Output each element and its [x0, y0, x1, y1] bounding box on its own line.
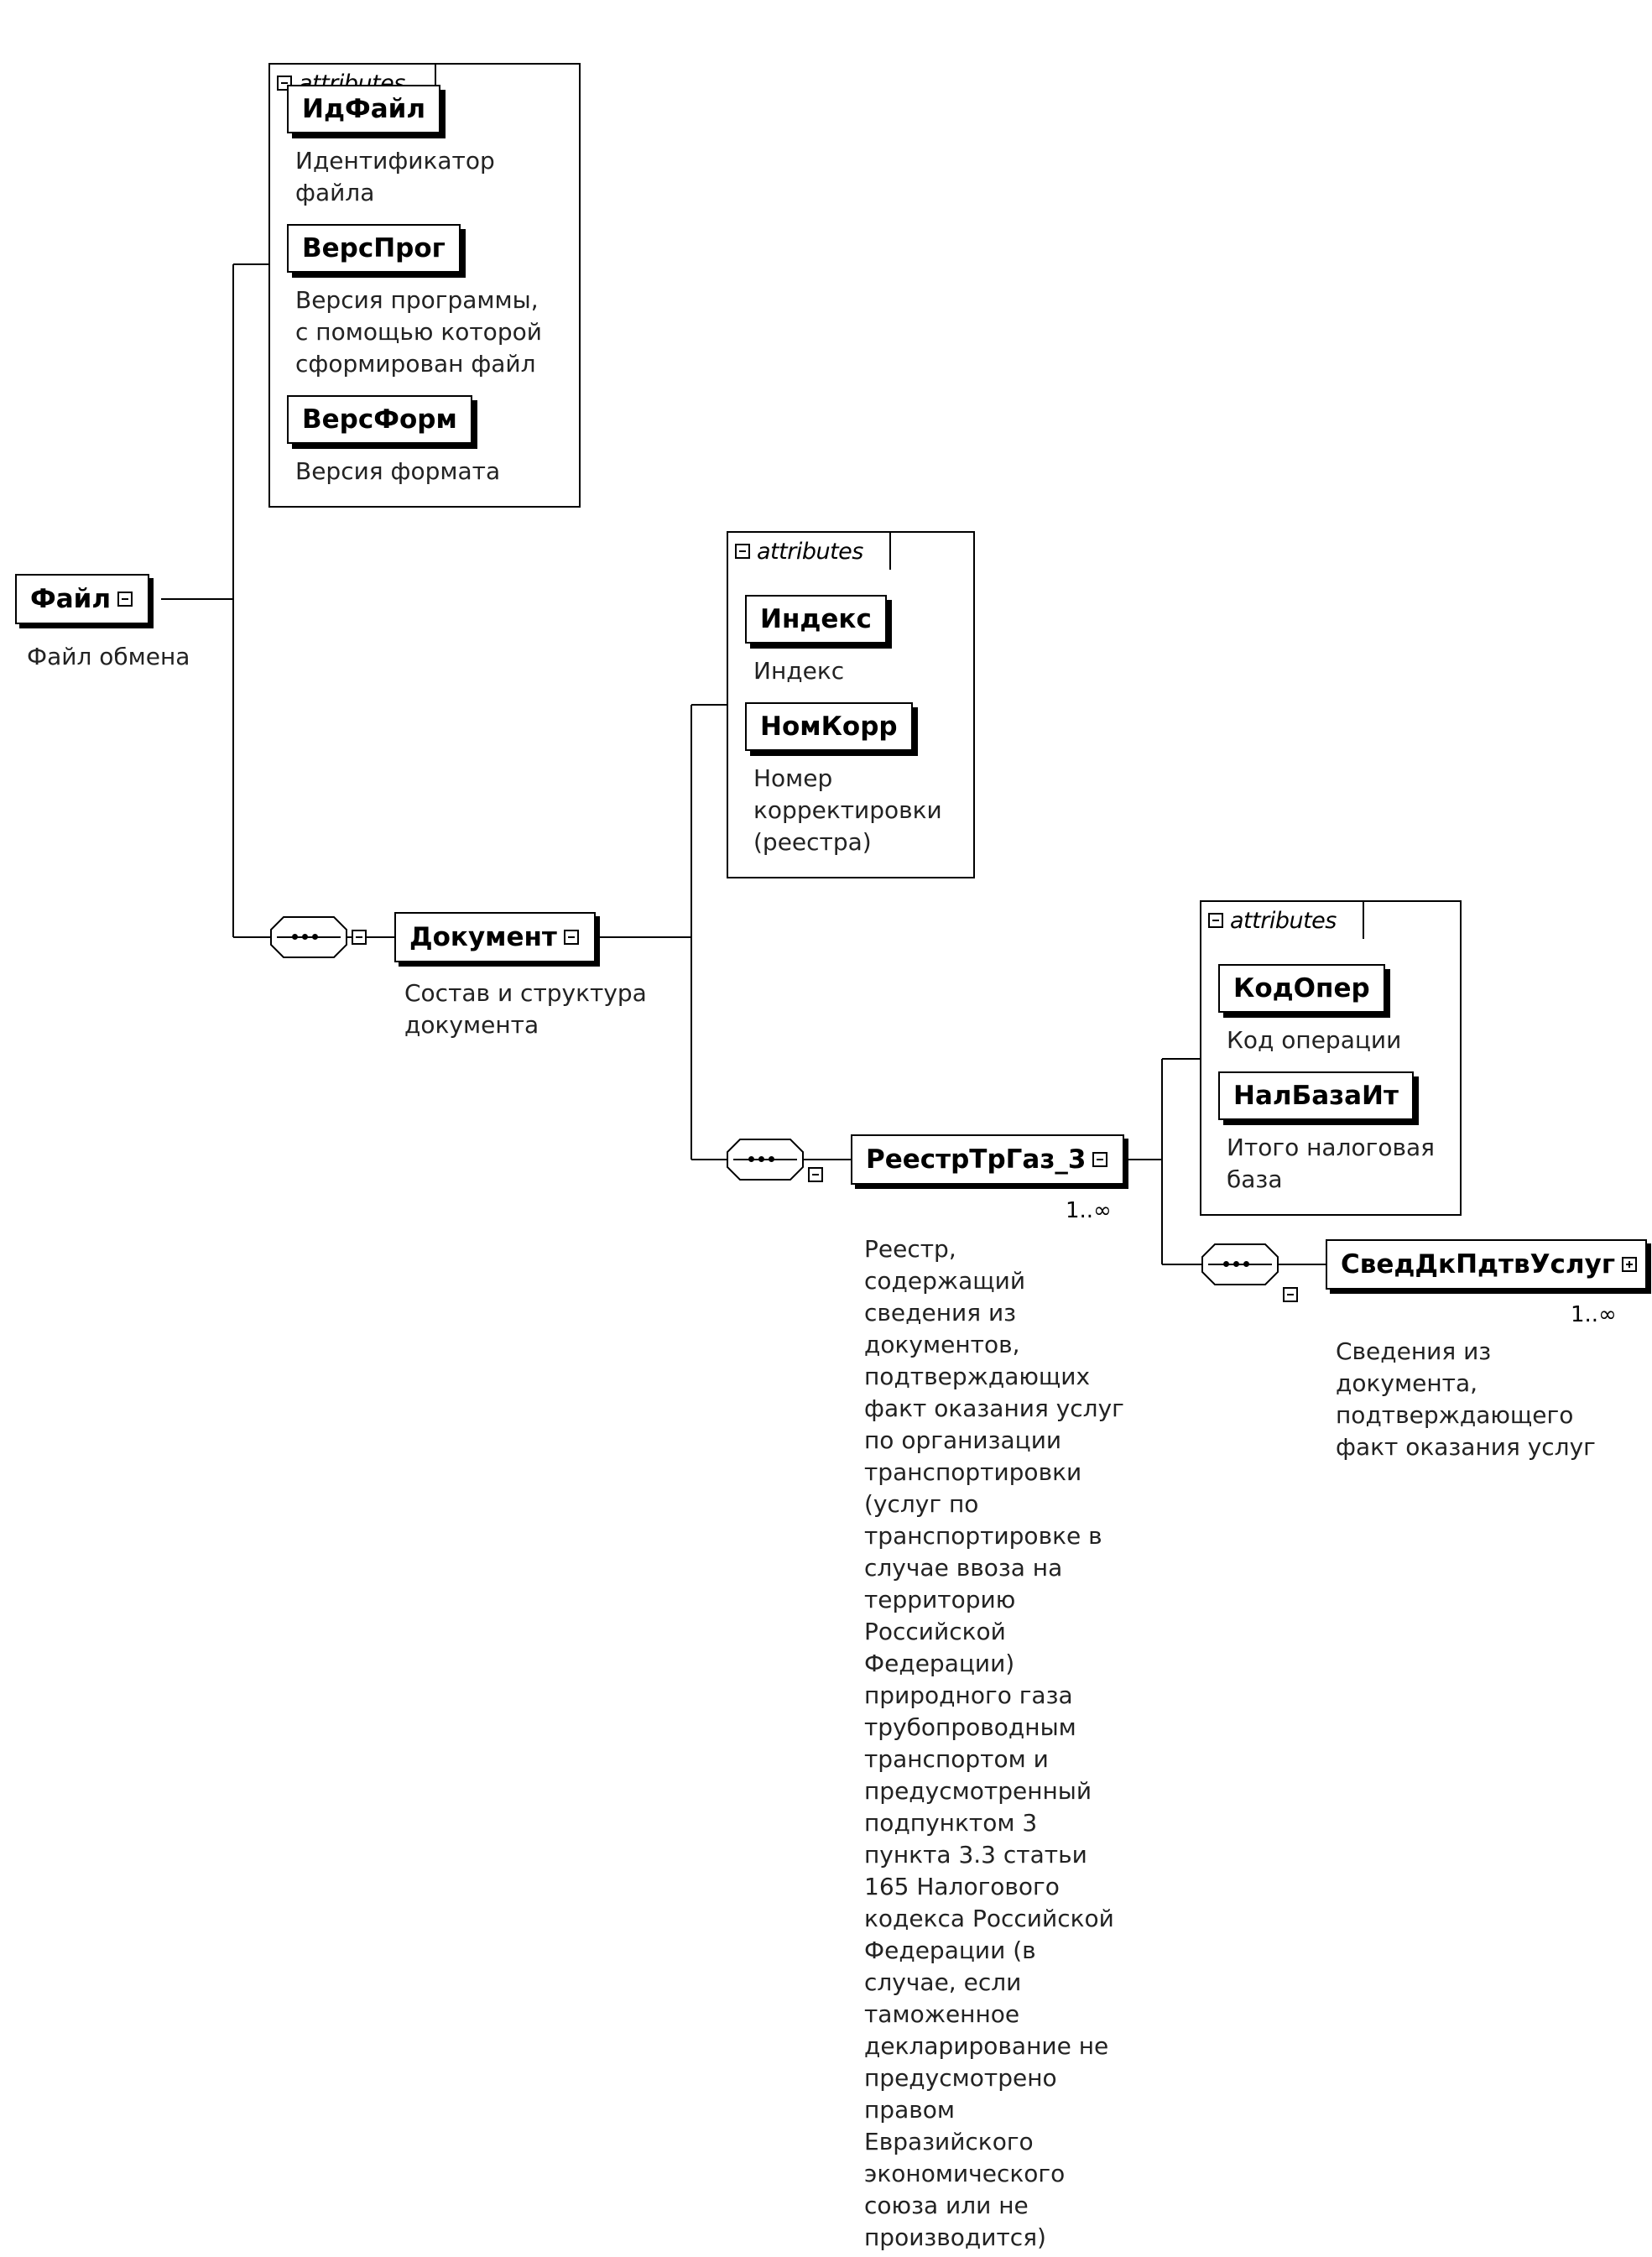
element-document[interactable]: Документ	[394, 912, 596, 962]
attributes-group-document: attributes Индекс Индекс НомКорр Номер к…	[727, 531, 975, 878]
attributes-group-registry: attributes КодОпер Код операции НалБазаИ…	[1200, 900, 1462, 1216]
attribute-kodoper[interactable]: КодОпер	[1218, 964, 1385, 1013]
attribute-nomkorr[interactable]: НомКорр	[745, 702, 913, 751]
element-registry-cardinality: 1..∞	[1066, 1198, 1112, 1223]
sequence-compositor-1[interactable]	[270, 916, 347, 958]
attribute-versform[interactable]: ВерсФорм	[287, 395, 472, 444]
sequence-dots	[1223, 1261, 1249, 1267]
element-fail-name: Файл	[30, 584, 112, 614]
sequence-dots	[292, 934, 318, 940]
collapse-icon[interactable]	[1208, 913, 1223, 928]
attribute-idfail-description: Идентификатор файла	[295, 147, 495, 206]
element-registry-name: РеестрТрГаз_3	[866, 1144, 1087, 1175]
sequence-collapse-icon[interactable]	[352, 930, 367, 945]
attribute-nalbazait[interactable]: НалБазаИт	[1218, 1071, 1414, 1120]
attributes-group-fail: attributes ИдФайл Идентификатор файла Ве…	[268, 63, 581, 508]
collapse-icon[interactable]	[117, 592, 133, 607]
element-document-name: Документ	[409, 922, 557, 952]
attribute-index[interactable]: Индекс	[745, 595, 887, 644]
sequence-icon	[1201, 1243, 1279, 1285]
sequence-compositor-3[interactable]	[1201, 1243, 1279, 1285]
collapse-icon[interactable]	[1092, 1152, 1108, 1167]
attribute-idfail[interactable]: ИдФайл	[287, 85, 441, 133]
element-registry-description: Реестр, содержащий сведения из документо…	[864, 1235, 1124, 2251]
sequence-collapse-icon[interactable]	[1283, 1287, 1298, 1302]
attribute-versprog[interactable]: ВерсПрог	[287, 224, 461, 273]
attributes-tab[interactable]: attributes	[727, 531, 891, 570]
attribute-versprog-description: Версия программы, с помощью которой сфор…	[295, 286, 542, 378]
attribute-kodoper-description: Код операции	[1227, 1026, 1402, 1054]
sequence-compositor-2[interactable]	[727, 1139, 804, 1181]
element-services-cardinality: 1..∞	[1571, 1302, 1617, 1327]
sequence-icon	[727, 1139, 804, 1181]
sequence-collapse-icon[interactable]	[808, 1167, 823, 1182]
expand-icon[interactable]	[1622, 1257, 1638, 1272]
element-fail[interactable]: Файл	[15, 574, 150, 624]
element-services-description: Сведения из документа, подтверждающего ф…	[1336, 1337, 1596, 1461]
collapse-icon[interactable]	[563, 930, 579, 945]
element-document-description: Состав и структура документа	[404, 979, 647, 1039]
attribute-nalbazait-description: Итого налоговая база	[1227, 1134, 1435, 1193]
element-registry[interactable]: РеестрТрГаз_3	[851, 1134, 1132, 1191]
element-services[interactable]: СведДкПдтвУслуг	[1326, 1239, 1652, 1296]
attributes-label: attributes	[1230, 907, 1337, 934]
attribute-versform-description: Версия формата	[295, 457, 501, 485]
element-services-name: СведДкПдтвУслуг	[1341, 1249, 1616, 1280]
attribute-index-description: Индекс	[753, 657, 845, 685]
element-fail-description: Файл обмена	[27, 643, 190, 670]
sequence-icon	[270, 916, 347, 958]
attributes-label: attributes	[757, 538, 863, 565]
attributes-tab[interactable]: attributes	[1200, 900, 1364, 939]
sequence-dots	[748, 1156, 774, 1162]
attribute-nomkorr-description: Номер корректировки (реестра)	[753, 764, 942, 856]
collapse-icon[interactable]	[735, 544, 750, 559]
